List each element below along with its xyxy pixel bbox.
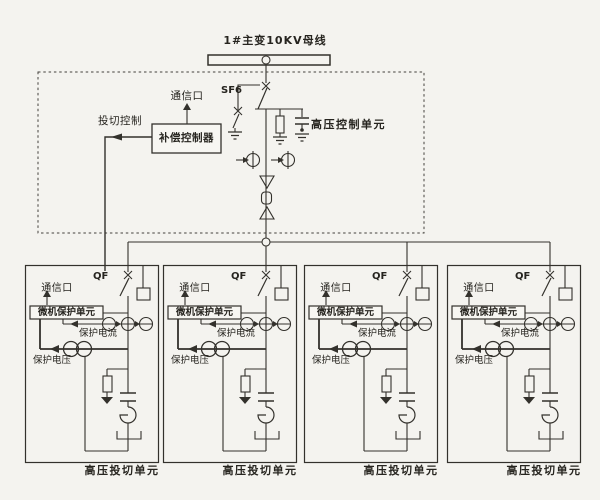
sf6-contact-cross [261, 81, 271, 91]
diagram-title: 1#主变10KV母线 [223, 34, 327, 47]
earthing-switch-blade [232, 113, 240, 132]
up-arrow-icon [183, 103, 191, 110]
left-arrow-icon [111, 133, 122, 141]
protection-unit-label: 微机保护单元 [175, 307, 233, 318]
control-comm-port-label: 通信口 [170, 90, 204, 102]
protection-unit-label: 微机保护单元 [459, 307, 517, 318]
qf-breaker-label: QF [515, 271, 531, 282]
unit-caption: 高压投切单元 [506, 464, 582, 477]
protection-unit-label: 微机保护单元 [37, 307, 95, 318]
capacitor-symbol [295, 117, 309, 125]
unit-feed-drops [127, 242, 551, 265]
switch-control-label: 投切控制 [98, 115, 142, 127]
unit-caption: 高压投切单元 [363, 464, 439, 477]
unit-comm-port-label: 通信口 [41, 283, 73, 294]
resistor-symbol [275, 115, 285, 134]
control-section-boundary [37, 71, 425, 234]
protection-voltage-label: 保护电压 [33, 355, 72, 366]
ground-symbol [295, 133, 309, 142]
protection-voltage-label: 保护电压 [312, 355, 351, 366]
protection-current-label: 保护电流 [358, 328, 397, 339]
ground-symbol [273, 136, 287, 145]
protection-voltage-label: 保护电压 [455, 355, 494, 366]
busbar [207, 54, 331, 66]
protection-current-label: 保护电流 [217, 328, 256, 339]
unit-caption: 高压投切单元 [222, 464, 298, 477]
unit-caption: 高压投切单元 [84, 464, 160, 477]
ground-symbol [228, 131, 242, 140]
unit-comm-port-label: 通信口 [179, 283, 211, 294]
sf6-breaker-label: SF6 [221, 85, 242, 96]
protection-unit-label: 微机保护单元 [316, 307, 374, 318]
up-triangle-symbol [259, 205, 275, 220]
protection-current-label: 保护电流 [501, 328, 540, 339]
switch-control-line [104, 136, 152, 271]
sf6-blade [257, 87, 268, 110]
hv-control-section-label: 高压控制单元 [311, 118, 386, 131]
junction-node [261, 237, 271, 247]
controller-box [151, 123, 222, 154]
protection-current-label: 保护电流 [79, 328, 118, 339]
busbar-tap-node [261, 55, 271, 65]
qf-breaker-label: QF [372, 271, 388, 282]
fuse-link-symbol [260, 191, 273, 205]
unit-comm-port-label: 通信口 [320, 283, 352, 294]
unit-comm-port-label: 通信口 [463, 283, 495, 294]
junction-dot [300, 128, 304, 132]
earthing-switch-cross [233, 106, 243, 116]
down-triangle-symbol [259, 175, 275, 190]
qf-breaker-label: QF [231, 271, 247, 282]
earthing-branch-line [237, 84, 260, 110]
controller-label: 补偿控制器 [159, 132, 214, 144]
qf-breaker-label: QF [93, 271, 109, 282]
protection-voltage-label: 保护电压 [171, 355, 210, 366]
